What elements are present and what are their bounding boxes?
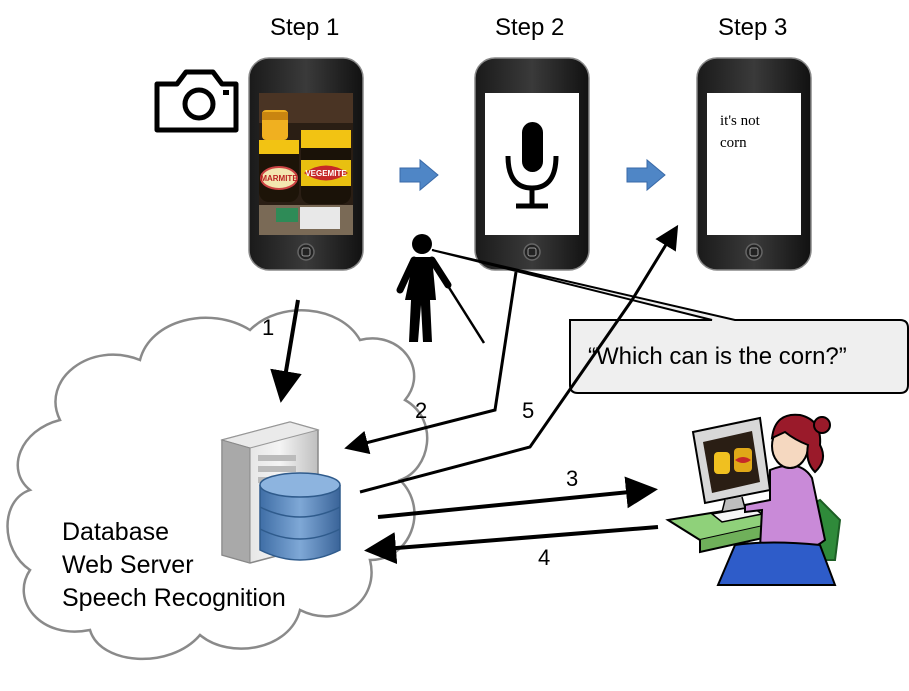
step-1-label: Step 1 [270, 14, 340, 41]
arrow-2 [344, 271, 518, 455]
phone3-screen-text: it's not corn [720, 113, 760, 151]
arrow-4-label: 4 [538, 545, 551, 570]
step-2-label: Step 2 [495, 14, 565, 41]
phone-step2 [474, 57, 590, 271]
speech-bubble [431, 249, 909, 394]
vegemite-jar: VEGEMITE [301, 130, 351, 204]
arrow-2-label: 2 [415, 398, 428, 423]
marmite-jar: MARMITE [259, 140, 299, 202]
flow-arrow-1-2 [399, 158, 439, 192]
arrow-5 [359, 224, 679, 494]
arrow-3 [377, 476, 658, 519]
phone-step3 [696, 57, 812, 271]
arrow-1 [270, 299, 302, 403]
database-icon [259, 472, 341, 561]
microphone-icon [505, 122, 559, 209]
blind-person-icon [396, 234, 486, 344]
marmite-label: MARMITE [260, 174, 298, 183]
arrow-5-label: 5 [522, 398, 535, 423]
cloud-label-speech-recognition: Speech Recognition [62, 584, 286, 612]
worker-at-computer-icon [665, 413, 842, 586]
flow-arrow-2-3 [626, 158, 666, 192]
cloud-label-web-server: Web Server [62, 551, 194, 579]
arrow-3-label: 3 [566, 466, 579, 491]
step-3-label: Step 3 [718, 14, 788, 41]
cloud-label-database: Database [62, 518, 170, 546]
speech-bubble-text: “Which can is the corn?” [588, 343, 847, 370]
arrow-1-label: 1 [262, 315, 275, 340]
arrow-4 [364, 525, 659, 565]
camera-icon [154, 69, 239, 133]
vegemite-label: VEGEMITE [305, 169, 347, 178]
phone-step1: MARMITE VEGEMITE [248, 57, 364, 271]
